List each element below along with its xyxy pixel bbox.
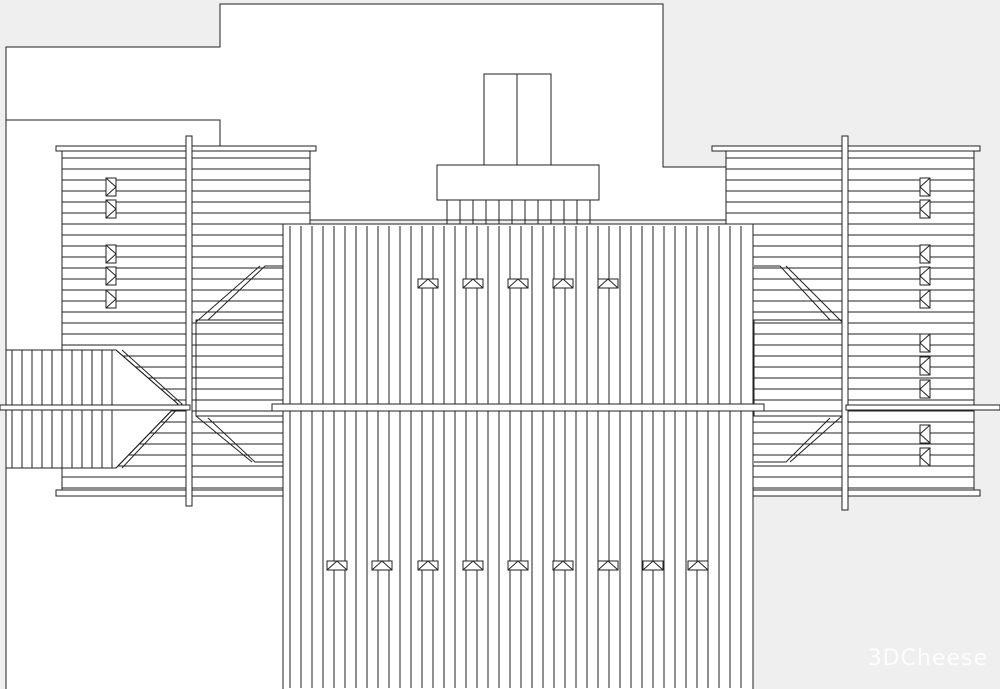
right-wing-window bbox=[919, 447, 931, 467]
right-wing-window-mark bbox=[919, 379, 931, 399]
lower-vent-mark bbox=[326, 560, 348, 571]
right-wing-window bbox=[919, 289, 931, 309]
lower-vent bbox=[417, 560, 439, 571]
left-wing-window-mark bbox=[105, 266, 117, 286]
ridge-beam bbox=[271, 403, 765, 412]
right-connector bbox=[753, 319, 843, 417]
lower-vent bbox=[552, 560, 574, 571]
lower-vent bbox=[507, 560, 529, 571]
right-wing-window-mark bbox=[919, 356, 931, 376]
upper-vent bbox=[417, 278, 439, 289]
lower-vent-mark bbox=[507, 560, 529, 571]
watermark-text: 3DCheese bbox=[867, 646, 988, 671]
right-wing-slats bbox=[726, 157, 974, 489]
left-wing-window-mark bbox=[105, 244, 117, 264]
left-wing-window bbox=[105, 177, 117, 197]
right-wing-window-mark bbox=[919, 289, 931, 309]
lower-vent bbox=[642, 560, 664, 571]
upper-vent-mark bbox=[552, 278, 574, 289]
lower-vent-mark bbox=[642, 560, 664, 571]
lower-vent-mark bbox=[552, 560, 574, 571]
left-porch-hip bbox=[115, 349, 183, 469]
wing-windows bbox=[105, 177, 931, 467]
right-wing-post bbox=[841, 135, 849, 511]
right-wing-window-mark bbox=[919, 424, 931, 444]
left-hip-lower bbox=[195, 415, 283, 463]
central-roof bbox=[282, 223, 754, 689]
upper-vent-mark bbox=[462, 278, 484, 289]
central-slats bbox=[289, 226, 742, 688]
right-wing-window bbox=[919, 177, 931, 197]
ridge-beam-left-ext bbox=[0, 404, 191, 411]
lower-vent bbox=[371, 560, 393, 571]
left-wing-window bbox=[105, 244, 117, 264]
right-wing-window bbox=[919, 244, 931, 264]
right-wing-window bbox=[919, 266, 931, 286]
right-hip-upper bbox=[754, 265, 843, 323]
left-wing-eave-bottom bbox=[55, 489, 287, 497]
upper-vent bbox=[597, 278, 619, 289]
upper-vent-mark bbox=[597, 278, 619, 289]
right-wing-window-mark bbox=[919, 199, 931, 219]
lower-vent-mark bbox=[687, 560, 709, 571]
tower-base bbox=[436, 164, 600, 201]
roof-vents bbox=[326, 278, 709, 571]
upper-vent bbox=[552, 278, 574, 289]
left-wing-window-mark bbox=[105, 177, 117, 197]
lower-vent-mark bbox=[371, 560, 393, 571]
right-wing-window bbox=[919, 333, 931, 353]
right-wing-window-mark bbox=[919, 333, 931, 353]
lower-vent bbox=[462, 560, 484, 571]
site-outline-inner bbox=[6, 119, 221, 148]
right-wing-eave-bottom bbox=[751, 489, 981, 497]
left-wing-window bbox=[105, 199, 117, 219]
right-wing-window-mark bbox=[919, 244, 931, 264]
upper-vent-mark bbox=[417, 278, 439, 289]
lower-vent bbox=[687, 560, 709, 571]
left-wing-window bbox=[105, 266, 117, 286]
right-wing-window bbox=[919, 424, 931, 444]
left-wing-window bbox=[105, 289, 117, 309]
upper-vent-mark bbox=[507, 278, 529, 289]
right-wing-window bbox=[919, 199, 931, 219]
right-wing-window-mark bbox=[919, 447, 931, 467]
ridge-beam-right-ext bbox=[845, 404, 1000, 411]
left-wing-window-mark bbox=[105, 199, 117, 219]
lower-vent-mark bbox=[462, 560, 484, 571]
left-wing-window-mark bbox=[105, 289, 117, 309]
right-wing-window-mark bbox=[919, 266, 931, 286]
upper-vent bbox=[507, 278, 529, 289]
right-hip-lower bbox=[754, 415, 843, 463]
right-wing-window-mark bbox=[919, 177, 931, 197]
lower-vent bbox=[597, 560, 619, 571]
lower-vent-mark bbox=[417, 560, 439, 571]
lower-vent-mark bbox=[597, 560, 619, 571]
lower-vent bbox=[326, 560, 348, 571]
right-wing-window bbox=[919, 356, 931, 376]
right-wing-window bbox=[919, 379, 931, 399]
left-wing-post bbox=[185, 135, 193, 507]
left-hip-upper bbox=[195, 265, 283, 323]
upper-vent bbox=[462, 278, 484, 289]
